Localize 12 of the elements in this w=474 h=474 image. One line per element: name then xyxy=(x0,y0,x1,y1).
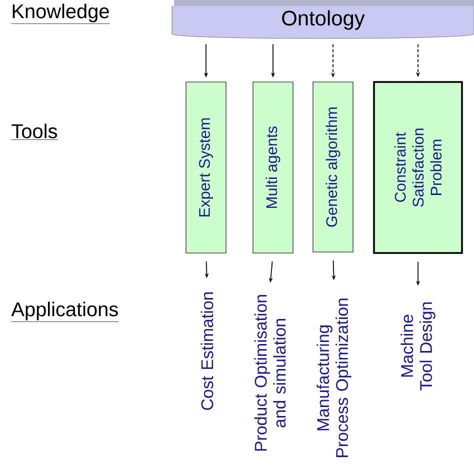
row-heading: Tools xyxy=(11,124,58,140)
application-label: Manufacturing Process Optimization xyxy=(316,298,352,458)
row-heading: Knowledge xyxy=(11,4,110,24)
tool-box: Multi agents xyxy=(252,82,294,254)
tool-box: Genetic algorithm xyxy=(312,82,354,252)
row-heading: Applications xyxy=(11,302,119,322)
tool-box: Expert System xyxy=(186,82,226,254)
application-label: Product Optimisation and simulation xyxy=(254,295,286,451)
application-label: Cost Estimation xyxy=(200,292,214,410)
tool-box: Constraint Satisfaction Problem xyxy=(373,81,463,254)
ontology-banner: Ontology xyxy=(172,0,474,39)
application-label: Machine Tool Design xyxy=(400,302,436,390)
